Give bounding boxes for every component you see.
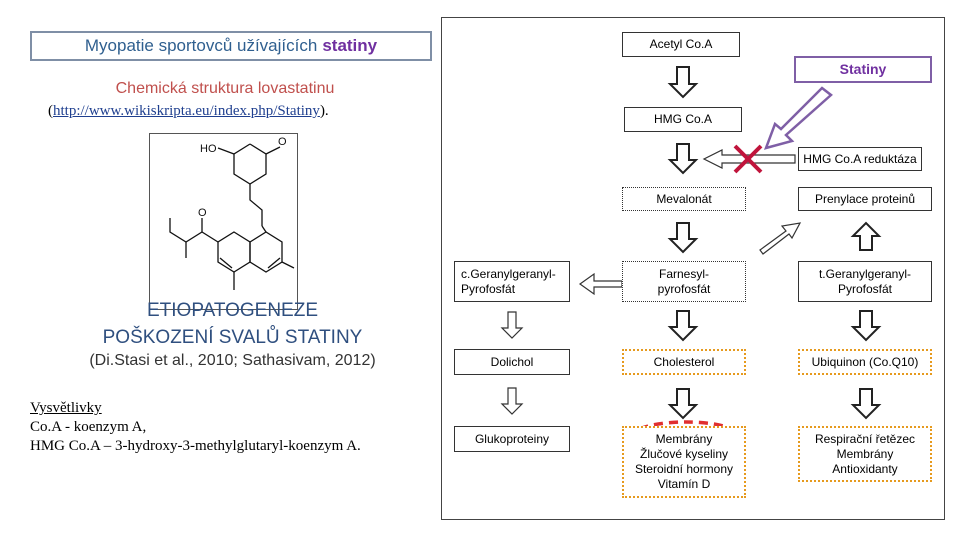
membrany-line-1: Membrány <box>655 432 713 446</box>
hydroxyl-label: HO <box>200 143 217 155</box>
double-bond-left <box>219 257 233 269</box>
legend-title: Vysvětlivky <box>30 400 102 416</box>
c-ggpp-line-2: Pyrofosfát <box>461 281 516 296</box>
c-ggpp-line-1: c.Geranylgeranyl- <box>461 266 556 281</box>
subtitle: Chemická struktura lovastatinu <box>115 80 335 97</box>
box-t-ggpp: t.Geranylgeranyl- Pyrofosfát <box>798 261 932 302</box>
arrow-tggpp-ubiquinon <box>850 310 882 342</box>
legend: Vysvětlivky Co.A - koenzym A, HMG Co.A –… <box>30 399 361 456</box>
legend-line-1: Co.A - koenzym A, <box>30 419 147 435</box>
section-heading: ETIOPATOGENEZE POŠKOZENÍ SVALŮ STATINY <box>60 297 405 351</box>
box-cholesterol: Cholesterol <box>622 349 746 375</box>
main-arrows <box>667 66 699 420</box>
box-dolichol: Dolichol <box>454 349 570 375</box>
source-link[interactable]: http://www.wikiskripta.eu/index.php/Stat… <box>53 103 320 119</box>
statiny-arrow <box>763 86 833 150</box>
t-ggpp-line-1: t.Geranylgeranyl- <box>818 266 912 281</box>
slide-title: Myopatie sportovců užívajících statiny <box>30 31 432 61</box>
double-bond-right <box>267 257 281 269</box>
farnesyl-line-1: Farnesyl- <box>658 266 709 281</box>
box-c-ggpp: c.Geranylgeranyl- Pyrofosfát <box>454 261 570 302</box>
methyl-right <box>281 261 295 269</box>
slide-title-text: Myopatie sportovců užívajících <box>84 36 318 55</box>
heading-line-1: ETIOPATOGENEZE <box>146 300 319 321</box>
arrow-cholesterol-membrany <box>667 388 699 420</box>
slide-title-accent: statiny <box>322 36 378 55</box>
carbonyl-label: O <box>278 136 287 148</box>
respirace-line-3: Antioxidanty <box>832 461 898 476</box>
arrow-farnesyl-cggpp <box>578 272 623 296</box>
box-glyko: Glukoproteiny <box>454 426 570 452</box>
references: (Di.Stasi et al., 2010; Sathasivam, 2012… <box>89 352 376 369</box>
t-ggpp-line-2: Pyrofosfát <box>837 281 892 296</box>
arrow-mevalonat-farnesyl <box>667 222 699 254</box>
arrow-farnesyl-cholesterol <box>667 310 699 342</box>
right-arrows <box>850 221 882 420</box>
lovastatin-structure: HO O O <box>149 133 298 310</box>
inhibit-x-2 <box>733 144 763 174</box>
respirace-line-2: Membrány <box>836 446 894 461</box>
membrany-line-2: Žlučové kyseliny <box>639 447 729 461</box>
arrow-hmg-mevalonat <box>667 143 699 175</box>
ethyl-chain <box>249 184 263 226</box>
hydroxyl-bond <box>217 147 235 155</box>
lovastatin-structure-drawing: HO O O <box>169 136 295 290</box>
heading-line-2: POŠKOZENÍ SVALŮ STATINY <box>102 327 363 348</box>
respirace-line-1: Respirační řetězec <box>814 431 916 446</box>
box-prenylace: Prenylace proteinů <box>798 187 932 211</box>
source-citation: (http://www.wikiskripta.eu/index.php/Sta… <box>48 103 329 120</box>
inhibition <box>702 86 833 174</box>
box-statiny: Statiny <box>794 56 932 83</box>
box-membrany: Membrány Žlučové kyseliny Steroidní horm… <box>622 426 746 498</box>
arrow-up-prenylace <box>850 221 882 251</box>
box-respirace: Respirační řetězec Membrány Antioxidanty <box>798 426 932 482</box>
arrow-acetyl-hmg <box>667 66 699 99</box>
source-close: ). <box>319 103 329 119</box>
pathway-panel <box>441 17 945 520</box>
ester-o-label: O <box>198 207 207 219</box>
box-ubiquinon: Ubiquinon (Co.Q10) <box>798 349 932 375</box>
box-acetyl: Acetyl Co.A <box>622 32 740 57</box>
arrow-ubiquinon-respirace <box>850 388 882 420</box>
arrow-dolichol-glyko <box>500 387 524 415</box>
arrow-diagonal <box>759 222 802 255</box>
membrany-line-3: Steroidní hormony <box>634 462 734 476</box>
box-hmg: HMG Co.A <box>624 107 742 132</box>
left-arrows <box>500 222 802 415</box>
farnesyl-line-2: pyrofosfát <box>657 281 711 296</box>
box-reductase: HMG Co.A reduktáza <box>798 147 922 171</box>
carbonyl-bond <box>265 146 281 155</box>
membrany-line-4: Vitamín D <box>657 477 711 491</box>
source-open: ( <box>48 103 53 119</box>
box-farnesyl: Farnesyl- pyrofosfát <box>622 261 746 302</box>
link-bond <box>261 225 267 233</box>
legend-line-2: HMG Co.A – 3-hydroxy-3-methylglutaryl-ko… <box>30 438 361 454</box>
arrow-cggpp-dolichol <box>500 311 524 339</box>
box-mevalonat: Mevalonát <box>622 187 746 211</box>
